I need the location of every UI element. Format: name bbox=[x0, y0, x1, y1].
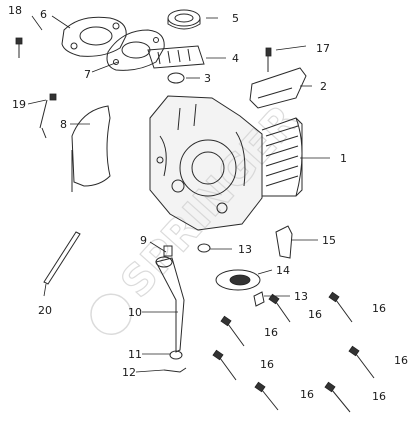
part-5-seal bbox=[167, 9, 201, 30]
bolt-16-7 bbox=[324, 381, 351, 413]
part-13-washer-a bbox=[197, 243, 211, 253]
callout-19: 19 bbox=[12, 98, 26, 111]
part-11-ring bbox=[169, 350, 183, 360]
callout-16a: 16 bbox=[372, 302, 386, 315]
callout-4: 4 bbox=[232, 52, 239, 65]
part-18-bolt bbox=[15, 37, 23, 58]
leader-lines bbox=[27, 15, 330, 373]
callout-12: 12 bbox=[122, 366, 136, 379]
callout-7: 7 bbox=[84, 68, 91, 81]
bolt-16-2 bbox=[268, 293, 291, 323]
bolt-16-4 bbox=[212, 349, 237, 381]
part-17-bolt bbox=[265, 47, 272, 72]
callout-14: 14 bbox=[276, 264, 290, 277]
part-4-reed-block bbox=[147, 45, 205, 69]
callout-9: 9 bbox=[140, 234, 147, 247]
callout-15: 15 bbox=[322, 234, 336, 247]
callout-16c: 16 bbox=[264, 326, 278, 339]
part-3-washer bbox=[167, 72, 185, 84]
part-13-washer-b bbox=[253, 291, 265, 307]
part-12-clip bbox=[163, 367, 187, 373]
callout-16e: 16 bbox=[394, 354, 408, 367]
part-1-crankcase bbox=[149, 95, 303, 231]
callout-3: 3 bbox=[204, 72, 211, 85]
callout-17: 17 bbox=[316, 42, 330, 55]
part-10-rod bbox=[155, 256, 185, 353]
callout-13a: 13 bbox=[238, 243, 252, 256]
callout-13b: 13 bbox=[294, 290, 308, 303]
callout-20: 20 bbox=[38, 304, 52, 317]
part-14-seal bbox=[215, 269, 261, 291]
callout-6: 6 bbox=[40, 8, 47, 21]
callout-16d: 16 bbox=[260, 358, 274, 371]
callout-18: 18 bbox=[8, 4, 22, 17]
part-2-bracket bbox=[249, 67, 307, 109]
part-6-gasket bbox=[61, 16, 127, 57]
bolt-16-3 bbox=[220, 315, 245, 347]
bolt-16-6 bbox=[254, 381, 279, 411]
part-19-bolt bbox=[39, 93, 57, 139]
part-15-bracket bbox=[275, 225, 293, 259]
callout-16b: 16 bbox=[308, 308, 322, 321]
callout-1: 1 bbox=[340, 152, 347, 165]
callout-2: 2 bbox=[320, 80, 327, 93]
part-20-pin bbox=[43, 231, 81, 285]
bolt-16-5 bbox=[348, 345, 375, 379]
callout-5: 5 bbox=[232, 12, 239, 25]
part-8-gasket bbox=[71, 105, 111, 192]
callout-labels: 1 2 3 4 5 6 7 8 9 10 11 12 13 13 14 15 1… bbox=[8, 4, 408, 403]
callout-8: 8 bbox=[60, 118, 67, 131]
part-16-bolts bbox=[212, 291, 375, 413]
callout-10: 10 bbox=[128, 306, 142, 319]
bolt-16-1 bbox=[328, 291, 353, 323]
callout-16f: 16 bbox=[300, 388, 314, 401]
callout-16g: 16 bbox=[372, 390, 386, 403]
callout-11: 11 bbox=[128, 348, 142, 361]
